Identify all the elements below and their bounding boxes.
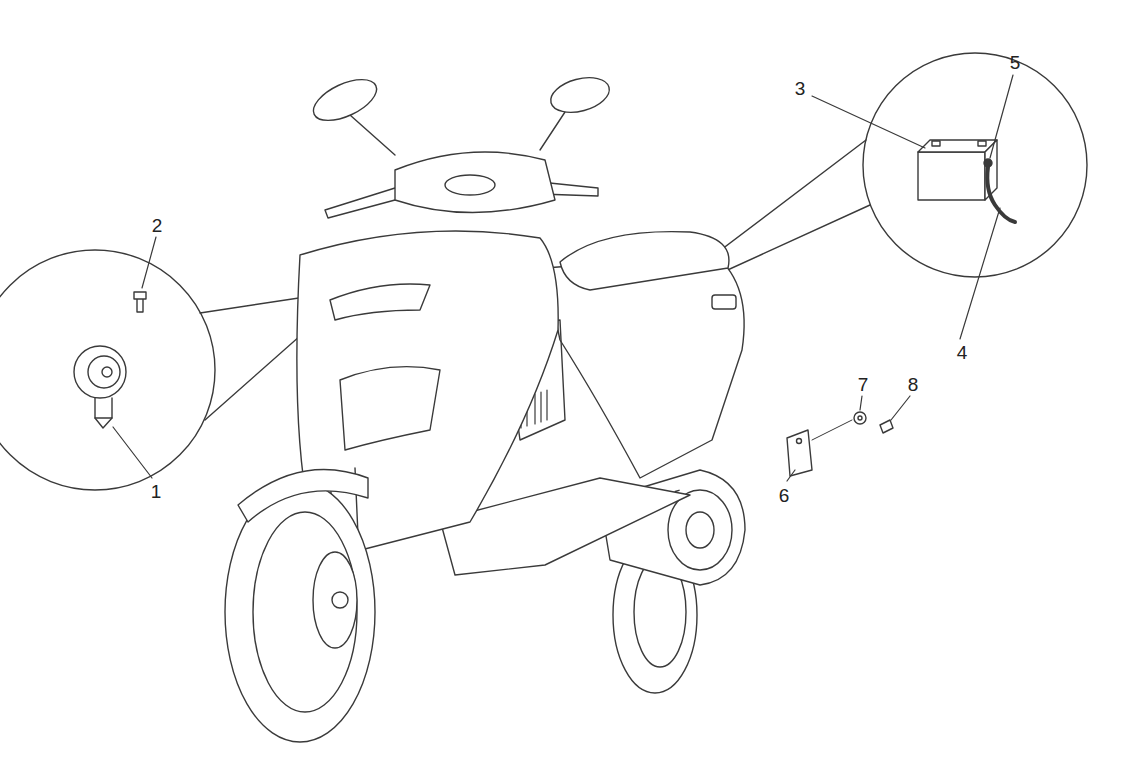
callout-number: 7 — [858, 375, 869, 394]
battery-top — [918, 140, 997, 152]
terminal — [978, 141, 986, 146]
callout-number: 5 — [1010, 53, 1021, 72]
horn-bracket — [95, 418, 112, 428]
horn-inner — [88, 356, 120, 388]
rear-body — [545, 255, 744, 478]
terminal — [932, 141, 940, 146]
callout-number: 3 — [795, 79, 806, 98]
screw — [880, 420, 893, 433]
callout-number: 2 — [152, 216, 163, 235]
front-vent — [330, 284, 430, 320]
callout-number: 6 — [779, 486, 790, 505]
leader-lines — [113, 75, 1013, 481]
tail-light — [712, 295, 736, 309]
mirror-stem — [540, 112, 565, 150]
assembly-line — [812, 420, 852, 440]
engine-cover — [668, 490, 732, 570]
engine-hub — [686, 512, 714, 548]
horn-bracket — [95, 398, 112, 418]
relay — [787, 430, 812, 476]
mirror-stem — [350, 115, 395, 155]
hub — [332, 592, 348, 608]
front-rim — [253, 512, 357, 712]
detail-circle — [863, 53, 1087, 277]
horn-screw — [134, 292, 146, 312]
relay-hole — [797, 439, 802, 444]
battery-cable — [987, 167, 1015, 222]
battery — [918, 152, 985, 200]
callout-number: 4 — [957, 343, 968, 362]
washer — [854, 412, 866, 424]
callout-number: 8 — [908, 375, 919, 394]
brake-disc — [313, 552, 357, 648]
dashboard — [445, 175, 495, 195]
headset — [395, 152, 555, 213]
callout-number: 1 — [151, 482, 162, 501]
seat — [560, 232, 729, 290]
horn — [74, 346, 126, 398]
mirror — [307, 71, 382, 129]
detail-line — [710, 205, 870, 278]
horn-center — [102, 367, 112, 377]
headlight — [340, 367, 440, 450]
detail-circle — [0, 250, 215, 490]
front-fender — [238, 469, 368, 522]
mirror — [547, 72, 613, 118]
washer-hole — [858, 416, 862, 420]
